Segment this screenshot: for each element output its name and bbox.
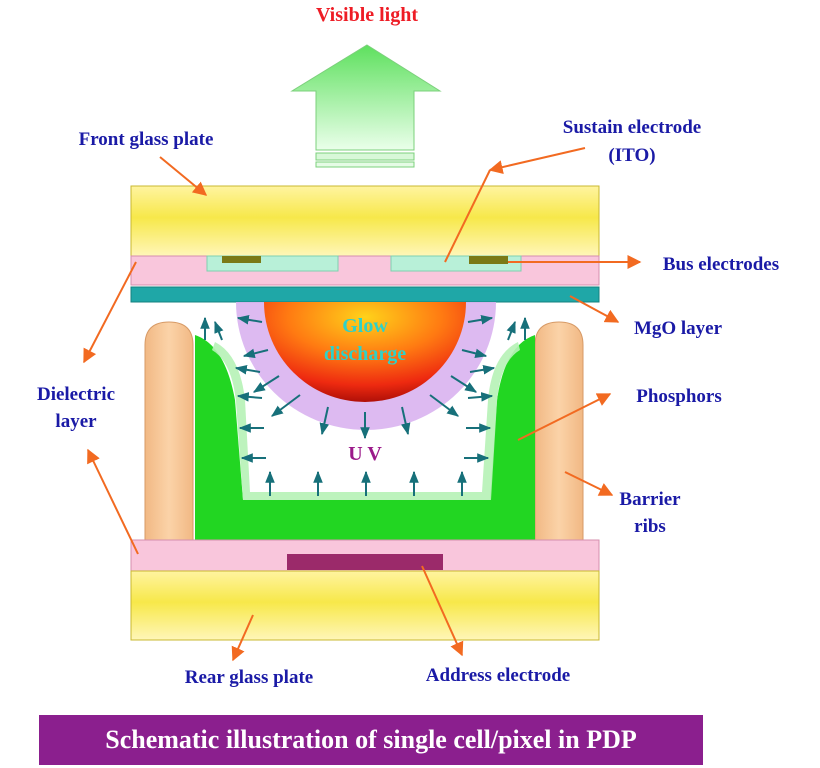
barrier-rib-right [534, 321, 584, 541]
sustain-electrode-ito-label: (ITO) [608, 145, 655, 166]
rear-glass-plate-label: Rear glass plate [185, 667, 313, 688]
sustain-electrode-label: Sustain electrode [563, 117, 701, 138]
phosphor-layer [195, 335, 535, 540]
uv-label: U V [348, 443, 382, 465]
mgo-layer-label: MgO layer [634, 318, 723, 339]
dielectric-layer-label-1: Dielectric [37, 384, 115, 405]
barrier-ribs-label-2: ribs [634, 516, 666, 537]
glow-discharge-label-2: discharge [324, 343, 406, 365]
bus-electrode-right [469, 256, 508, 264]
caption-text: Schematic illustration of single cell/pi… [105, 725, 637, 754]
barrier-rib-left [144, 321, 194, 541]
dielectric-layer-label-2: layer [55, 411, 97, 432]
phosphors-label: Phosphors [636, 386, 722, 407]
caption-bar: Schematic illustration of single cell/pi… [39, 715, 703, 765]
uv-arrows [200, 315, 530, 496]
front-glass-plate [130, 185, 600, 257]
visible-light-arrow [290, 44, 442, 168]
rear-glass-plate [130, 570, 600, 641]
glow-discharge-label-1: Glow [342, 315, 388, 337]
phosphor-inner-edge [212, 342, 520, 500]
address-electrode [287, 554, 443, 570]
bus-electrodes-label: Bus electrodes [663, 254, 779, 275]
leader-arrows [83, 147, 642, 662]
bus-electrode-left [222, 256, 261, 263]
glow-discharge [264, 302, 466, 402]
mgo-layer [130, 286, 600, 303]
front-dielectric-layer [130, 255, 600, 286]
address-electrode-label: Address electrode [426, 665, 570, 686]
front-glass-plate-label: Front glass plate [79, 129, 214, 150]
barrier-ribs-label-1: Barrier [619, 489, 681, 510]
visible-light-label: Visible light [316, 4, 418, 26]
